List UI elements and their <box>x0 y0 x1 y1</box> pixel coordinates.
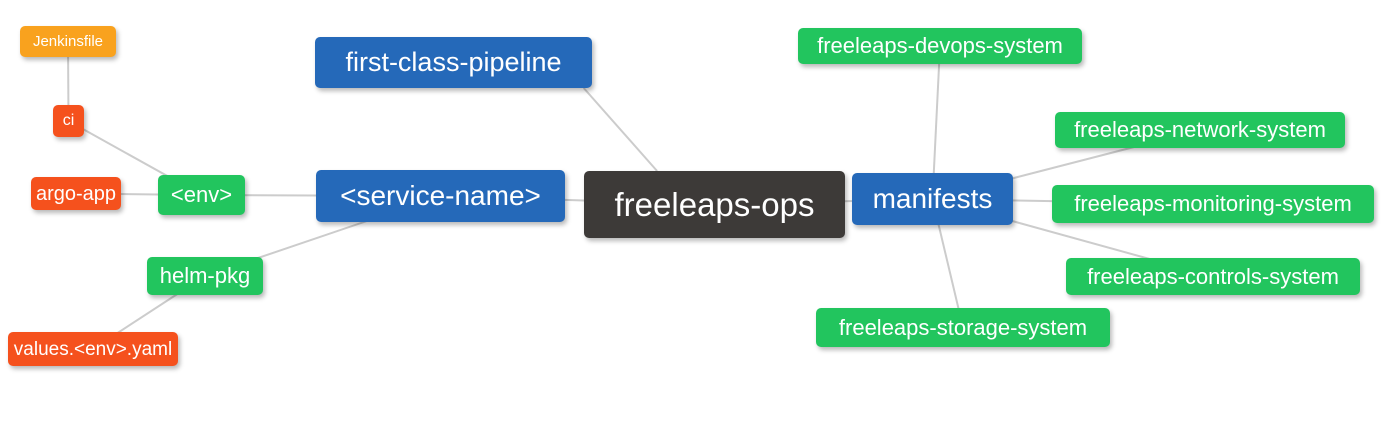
node-first-class-pipeline[interactable]: first-class-pipeline <box>315 37 592 88</box>
node-argo-app[interactable]: argo-app <box>31 177 121 210</box>
node-helm-pkg[interactable]: helm-pkg <box>147 257 263 295</box>
edge-first-class-pipeline-freeleaps-ops <box>582 87 658 172</box>
node-service-name[interactable]: <service-name> <box>316 170 565 222</box>
node-freeleaps-controls-system[interactable]: freeleaps-controls-system <box>1066 258 1360 295</box>
node-manifests[interactable]: manifests <box>852 173 1013 225</box>
node-ci[interactable]: ci <box>53 105 84 137</box>
node-values-env-yaml[interactable]: values.<env>.yaml <box>8 332 178 366</box>
node-jenkinsfile[interactable]: Jenkinsfile <box>20 26 116 57</box>
node-freeleaps-monitoring-system[interactable]: freeleaps-monitoring-system <box>1052 185 1374 223</box>
node-env[interactable]: <env> <box>158 175 245 215</box>
node-freeleaps-ops[interactable]: freeleaps-ops <box>584 171 845 238</box>
node-freeleaps-storage-system[interactable]: freeleaps-storage-system <box>816 308 1110 347</box>
node-freeleaps-devops-system[interactable]: freeleaps-devops-system <box>798 28 1082 64</box>
node-freeleaps-network-system[interactable]: freeleaps-network-system <box>1055 112 1345 148</box>
